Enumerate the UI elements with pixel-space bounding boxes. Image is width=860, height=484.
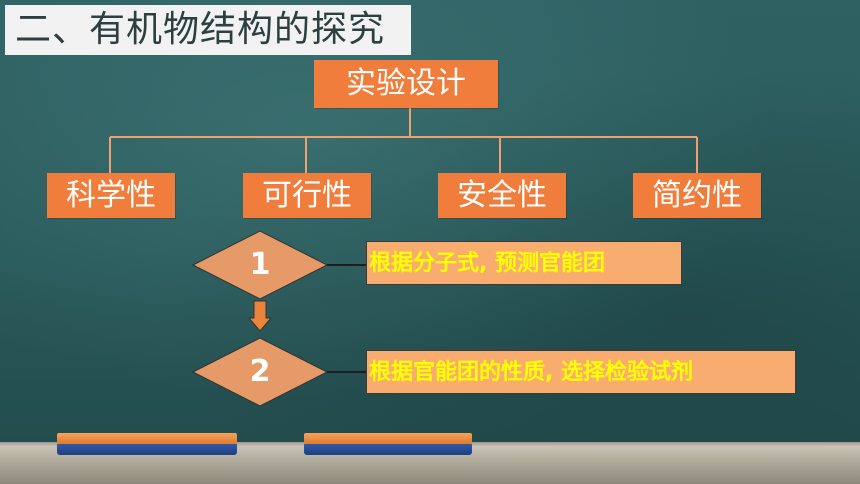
criterion-box-2: 可行性 <box>243 173 371 218</box>
criterion-box-4: 简约性 <box>633 173 761 218</box>
step-2-number: 2 <box>249 354 271 389</box>
criterion-box-3: 安全性 <box>438 173 566 218</box>
criterion-box-1: 科学性 <box>47 173 175 218</box>
chalkboard-eraser-left <box>57 433 237 455</box>
down-arrow-icon <box>247 300 273 332</box>
step-1-number: 1 <box>249 247 271 282</box>
slide-title: 二、有机物结构的探究 <box>5 5 411 55</box>
experiment-design-box: 实验设计 <box>314 60 498 108</box>
step-2-text-box: 根据官能团的性质, 选择检验试剂 <box>366 350 796 394</box>
step-1-text-box: 根据分子式, 预测官能团 <box>366 241 682 285</box>
chalkboard-eraser-right <box>304 433 472 455</box>
